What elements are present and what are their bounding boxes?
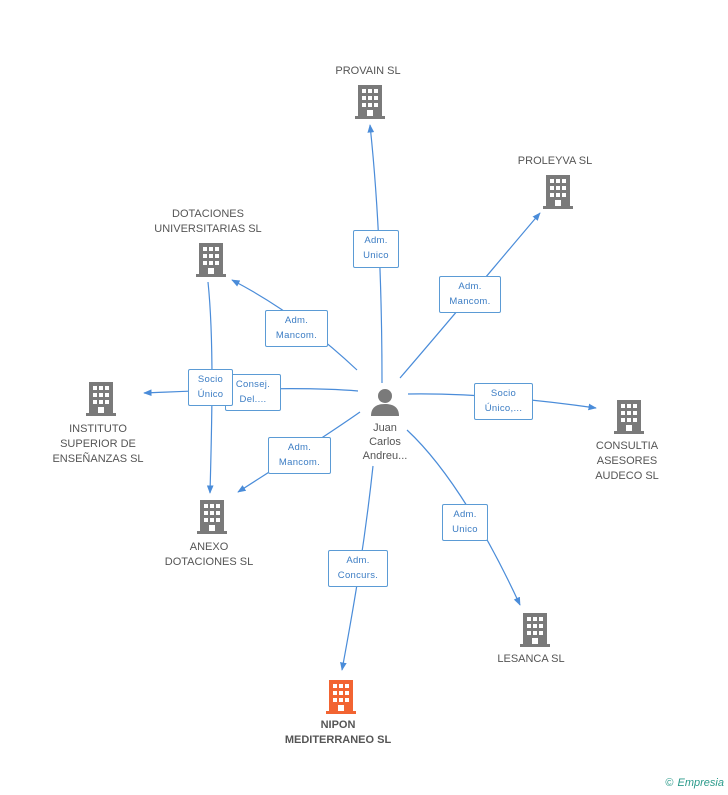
brand-watermark: ©Empresia — [665, 777, 724, 789]
copyright-symbol: © — [665, 777, 674, 789]
node-label-proleyva[interactable]: PROLEYVA SL — [517, 155, 593, 167]
person-icon[interactable] — [371, 389, 399, 416]
edge-label-provain[interactable]: Adm. Unico — [353, 230, 399, 268]
edge-label-consultia[interactable]: Socio Único,... — [474, 383, 533, 420]
building-icon[interactable] — [543, 175, 573, 209]
edge-label-socio-unico[interactable]: Socio Único — [188, 369, 233, 406]
building-icon[interactable] — [196, 243, 226, 277]
building-icon[interactable] — [355, 85, 385, 119]
brand-name: Empresia — [677, 777, 724, 789]
center-person-label[interactable]: Juan Carlos Andreu... — [362, 422, 408, 462]
edge-label-anexo[interactable]: Adm. Mancom. — [268, 437, 331, 474]
node-label-instituto-superior[interactable]: INSTITUTO SUPERIOR DE ENSEÑANZAS SL — [52, 423, 144, 465]
building-icon[interactable] — [614, 400, 644, 434]
edge-label-consej[interactable]: Consej. Del.... — [225, 374, 281, 411]
node-label-lesanca[interactable]: LESANCA SL — [497, 653, 565, 665]
edge-label-nipon[interactable]: Adm. Concurs. — [328, 550, 388, 587]
building-icon[interactable] — [86, 382, 116, 416]
node-label-nipon[interactable]: NIPON MEDITERRANEO SL — [284, 719, 392, 746]
building-icon[interactable] — [197, 500, 227, 534]
edge-label-proleyva[interactable]: Adm. Mancom. — [439, 276, 501, 313]
building-icon[interactable] — [326, 680, 356, 714]
building-icon[interactable] — [520, 613, 550, 647]
node-label-consultia[interactable]: CONSULTIA ASESORES AUDECO SL — [595, 440, 659, 482]
edge-label-dotuniv[interactable]: Adm. Mancom. — [265, 310, 328, 347]
node-label-provain[interactable]: PROVAIN SL — [335, 65, 401, 77]
node-label-dotaciones-universitarias[interactable]: DOTACIONES UNIVERSITARIAS SL — [154, 208, 262, 235]
node-label-anexo[interactable]: ANEXO DOTACIONES SL — [164, 541, 254, 568]
edge-label-lesanca[interactable]: Adm. Unico — [442, 504, 488, 541]
